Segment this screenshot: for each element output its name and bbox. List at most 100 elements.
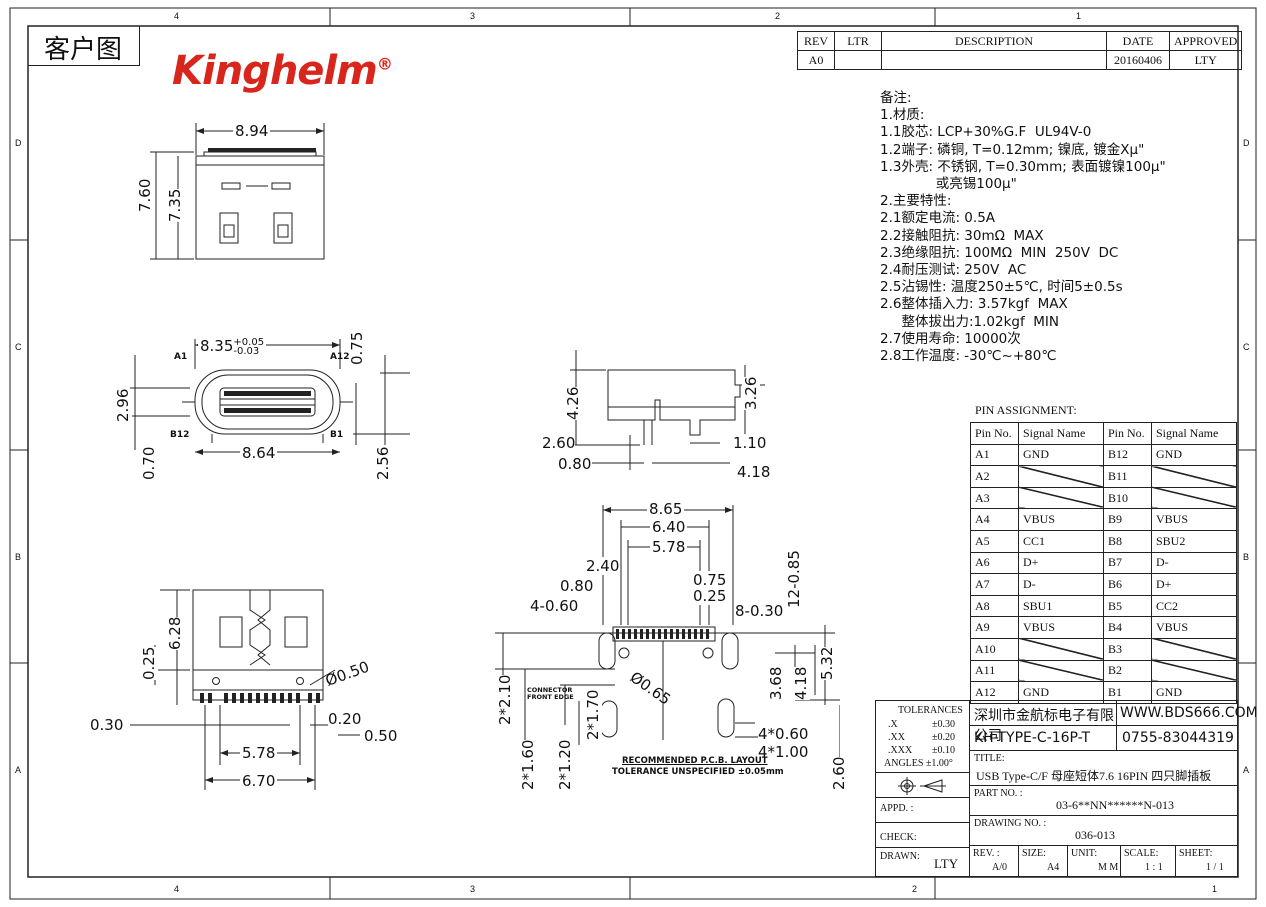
dim-front-075: 0.75 (348, 331, 366, 365)
dim-pcb-4060b: 4*0.60 (758, 725, 809, 743)
dim-front-256: 2.56 (374, 446, 392, 480)
size-cell: SIZE: A4 (1018, 845, 1068, 877)
appd-label: APPD. : (880, 803, 914, 814)
label-a12: A12 (330, 352, 350, 362)
tol-x: .X (888, 719, 898, 730)
grid-top-2: 2 (775, 11, 781, 21)
grid-left-D: D (15, 138, 22, 148)
note-line: 整体拔出力:1.02kgf MIN (880, 313, 1060, 330)
dim-side-418: 4.18 (737, 463, 771, 481)
ltr-value (834, 50, 882, 70)
signal: D+ (1151, 573, 1237, 596)
grid-left-B: B (15, 552, 22, 562)
grid-right-C: C (1243, 342, 1250, 352)
pin-no: B2 (1103, 659, 1152, 683)
model-number: KH-TYPE-C-16P-T (974, 730, 1091, 746)
dim-front-w1-value: 8.35 (200, 337, 234, 355)
note-line: 2.2接触阻抗: 30mΩ MAX (880, 227, 1044, 244)
signal: GND (1151, 681, 1237, 704)
pin-no: A8 (970, 594, 1019, 618)
part-no-label: PART NO. : (974, 788, 1023, 799)
dim-side-426: 4.26 (564, 386, 582, 420)
part-no-value: 03-6**NN******N-013 (1056, 798, 1174, 812)
tol-xx-val: ±0.20 (932, 732, 955, 743)
dim-bot-020: 0.20 (328, 710, 362, 728)
dim-side-326: 3.26 (742, 376, 760, 410)
drawing-no-value: 036-013 (1075, 828, 1115, 842)
dim-pcb-12085: 12-0.85 (785, 550, 803, 608)
pin-no: B8 (1103, 529, 1152, 553)
rev-value: A0 (797, 50, 835, 70)
pin-no: B6 (1103, 573, 1152, 596)
dim-pcb-865: 8.65 (647, 500, 685, 518)
note-line: 或亮锡100μ" (880, 176, 1017, 193)
note-line: 2.5沾锡性: 温度250±5℃, 时间5±0.5s (880, 279, 1123, 296)
note-line: 2.8工作温度: -30℃~+80℃ (880, 348, 1057, 365)
company-name: 深圳市金航标电子有限公司 (974, 708, 1114, 744)
signal (1018, 637, 1104, 661)
model-box: KH-TYPE-C-16P-T (969, 725, 1117, 751)
size-label: SIZE: (1022, 848, 1046, 859)
description-value (881, 50, 1107, 70)
dim-pcb-418: 4.18 (792, 666, 810, 700)
sheet-label: SHEET: (1179, 848, 1213, 859)
signal: GND (1018, 681, 1104, 704)
unit-label: UNIT: (1071, 848, 1098, 859)
signal: VBUS (1151, 616, 1237, 639)
dim-pcb-2120: 2*1.20 (556, 739, 574, 790)
check-label: CHECK: (880, 832, 917, 843)
pin-assignment-title: PIN ASSIGNMENT: (975, 403, 1077, 417)
dim-pcb-2170: 2*1.70 (584, 689, 602, 740)
drawn-value: LTY (934, 856, 959, 871)
third-angle-projection-icon (898, 777, 946, 795)
sheet-cell: SHEET: 1 / 1 (1175, 845, 1238, 877)
pin-no: B9 (1103, 508, 1152, 531)
title-label: TITLE: (974, 753, 1005, 764)
signal: VBUS (1151, 508, 1237, 531)
tol-down: -0.03 (233, 345, 260, 357)
dim-pcb-640: 6.40 (650, 518, 688, 536)
tol-up: +0.05 (233, 336, 265, 348)
note-line: 2.6整体插入力: 3.57kgf MAX (880, 296, 1068, 313)
signal: D- (1018, 573, 1104, 596)
description-header: DESCRIPTION (881, 31, 1107, 51)
dim-pcb-260: 2.60 (830, 756, 848, 790)
grid-right-D: D (1243, 138, 1250, 148)
rev-header: REV (797, 31, 835, 51)
revision-table: REV LTR DESCRIPTION DATE APPROVED A0 201… (797, 31, 1243, 70)
signal: SBU1 (1018, 594, 1104, 618)
pin-no: B10 (1103, 486, 1152, 510)
signal-header: Signal Name (1018, 422, 1104, 445)
size-value: A4 (1047, 862, 1060, 873)
pin-no: A12 (970, 681, 1019, 704)
dim-front-h: 2.96 (114, 388, 132, 422)
brand-registered-mark: ® (376, 54, 393, 74)
note-line: 2.1额定电流: 0.5A (880, 210, 996, 227)
dim-pcb-080: 0.80 (560, 577, 594, 595)
sheet-value: 1 / 1 (1206, 862, 1224, 873)
connector-label: CONNECTOR (527, 686, 573, 694)
dim-pcb-240: 2.40 (586, 557, 620, 575)
grid-right-A: A (1243, 765, 1250, 775)
rev-label: REV. : (973, 848, 1000, 859)
dim-bot-578: 5.78 (240, 744, 278, 762)
dim-pcb-075: 0.75 (693, 571, 727, 589)
scale-value: 1 : 1 (1145, 862, 1163, 873)
company-box: 深圳市金航标电子有限公司 (969, 700, 1117, 744)
grid-bottom-4: 4 (174, 884, 180, 894)
pin-no: B12 (1103, 443, 1152, 467)
grid-bottom-1: 1 (1212, 884, 1218, 894)
top-view (150, 123, 325, 260)
dim-pcb-4100: 4*1.00 (758, 743, 809, 761)
label-b12: B12 (170, 430, 190, 440)
